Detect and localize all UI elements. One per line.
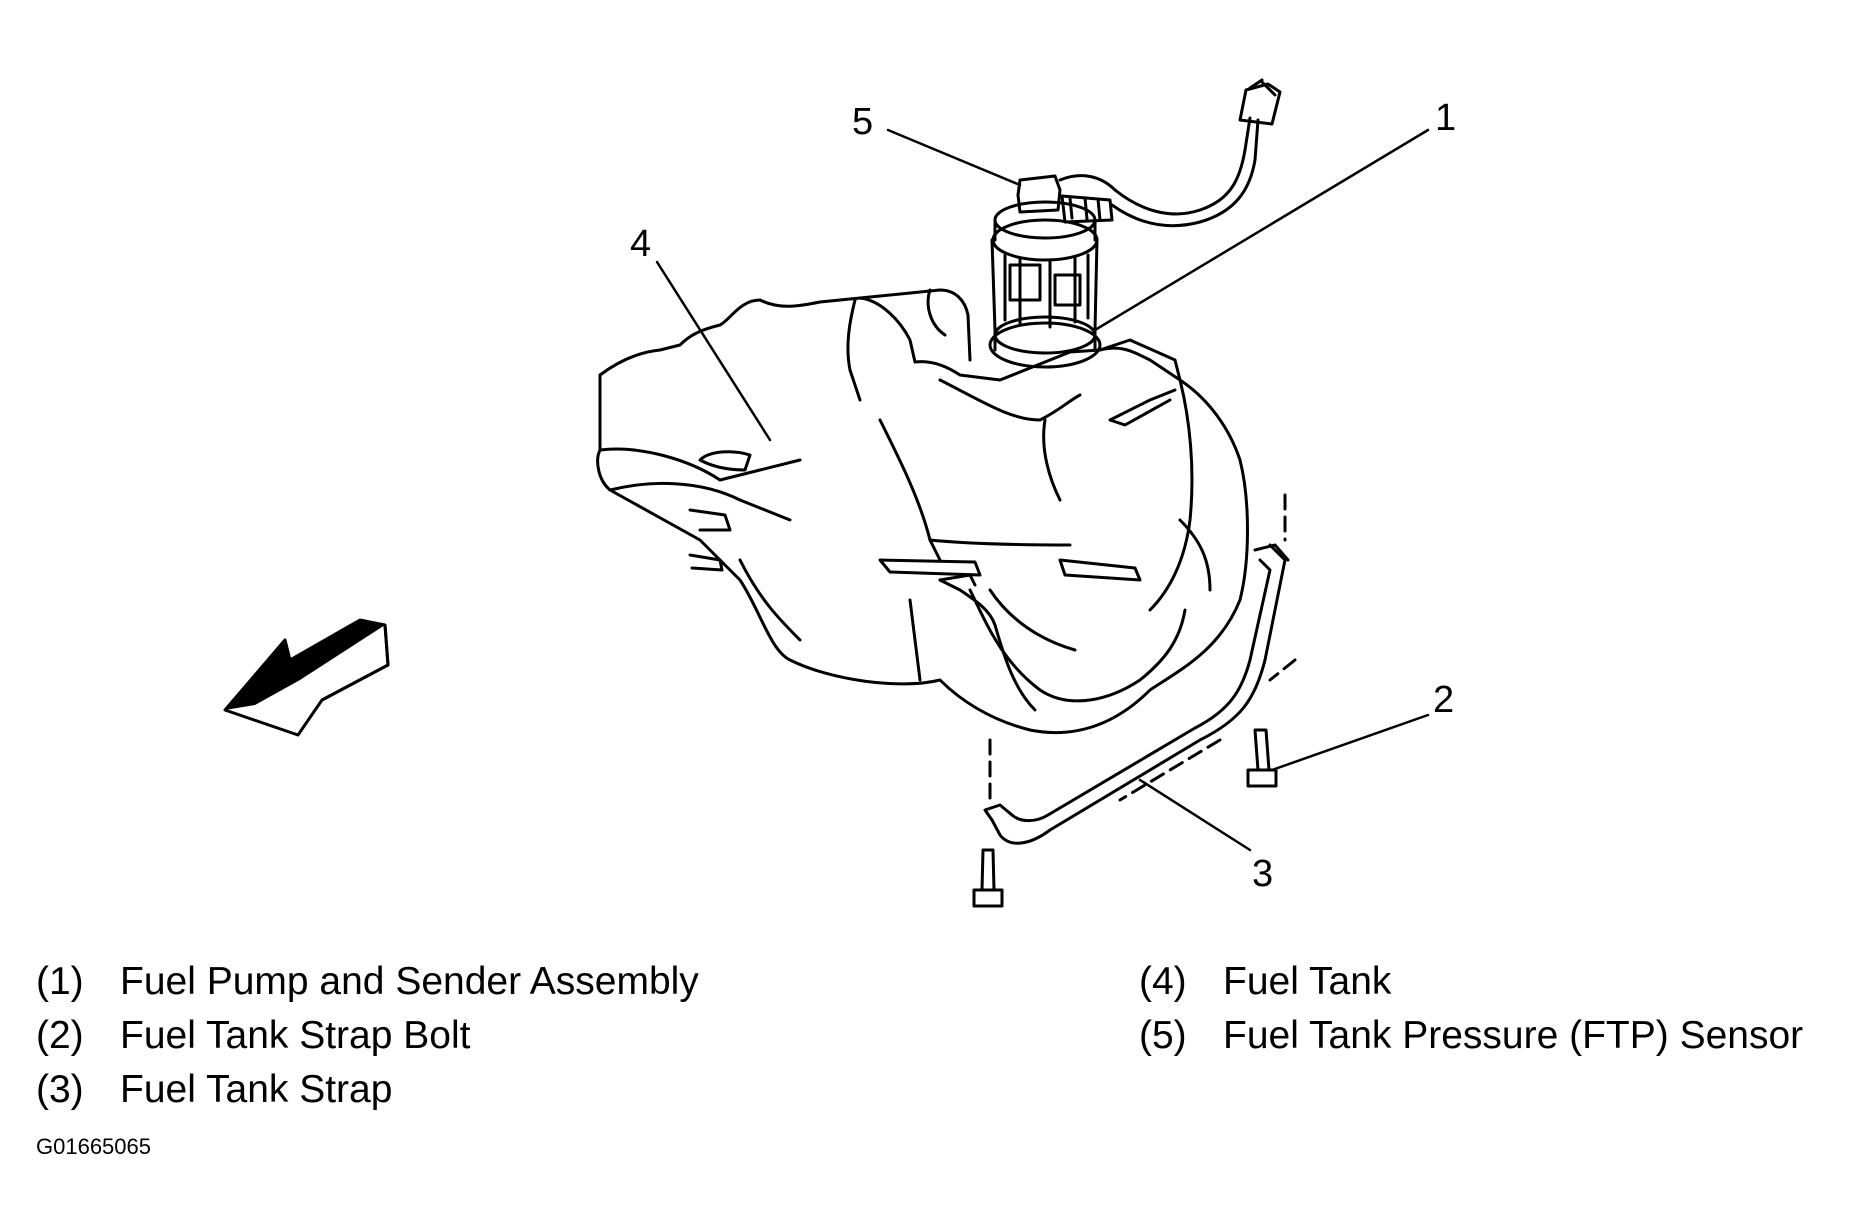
leader-lines [655, 128, 1430, 852]
legend-label: Fuel Tank Strap [120, 1068, 393, 1111]
legend-number: (5) [1139, 1014, 1187, 1057]
legend-number: (1) [36, 960, 84, 1003]
strap-bolt-right-shape [1246, 728, 1278, 788]
callout-2: 2 [1433, 679, 1454, 721]
legend-number: (4) [1139, 960, 1187, 1003]
front-arrow-icon [223, 618, 390, 737]
fuel-tank-strap-shape [983, 493, 1297, 845]
callout-1: 1 [1435, 97, 1456, 139]
legend-number: (3) [36, 1068, 84, 1111]
legend-number: (2) [36, 1014, 84, 1057]
fuel-pump-assembly-shape [988, 78, 1282, 369]
legend-label: Fuel Tank Strap Bolt [120, 1014, 471, 1057]
legend-label: Fuel Tank [1223, 960, 1392, 1003]
fuel-tank-shape [596, 288, 1249, 735]
callout-3: 3 [1252, 853, 1273, 895]
legend-label: Fuel Pump and Sender Assembly [120, 960, 699, 1003]
strap-bolt-left-shape [972, 848, 1004, 908]
callout-4: 4 [630, 223, 651, 265]
legend-label: Fuel Tank Pressure (FTP) Sensor [1223, 1014, 1804, 1057]
callout-5: 5 [852, 101, 873, 143]
figure-code: G01665065 [36, 1134, 151, 1159]
